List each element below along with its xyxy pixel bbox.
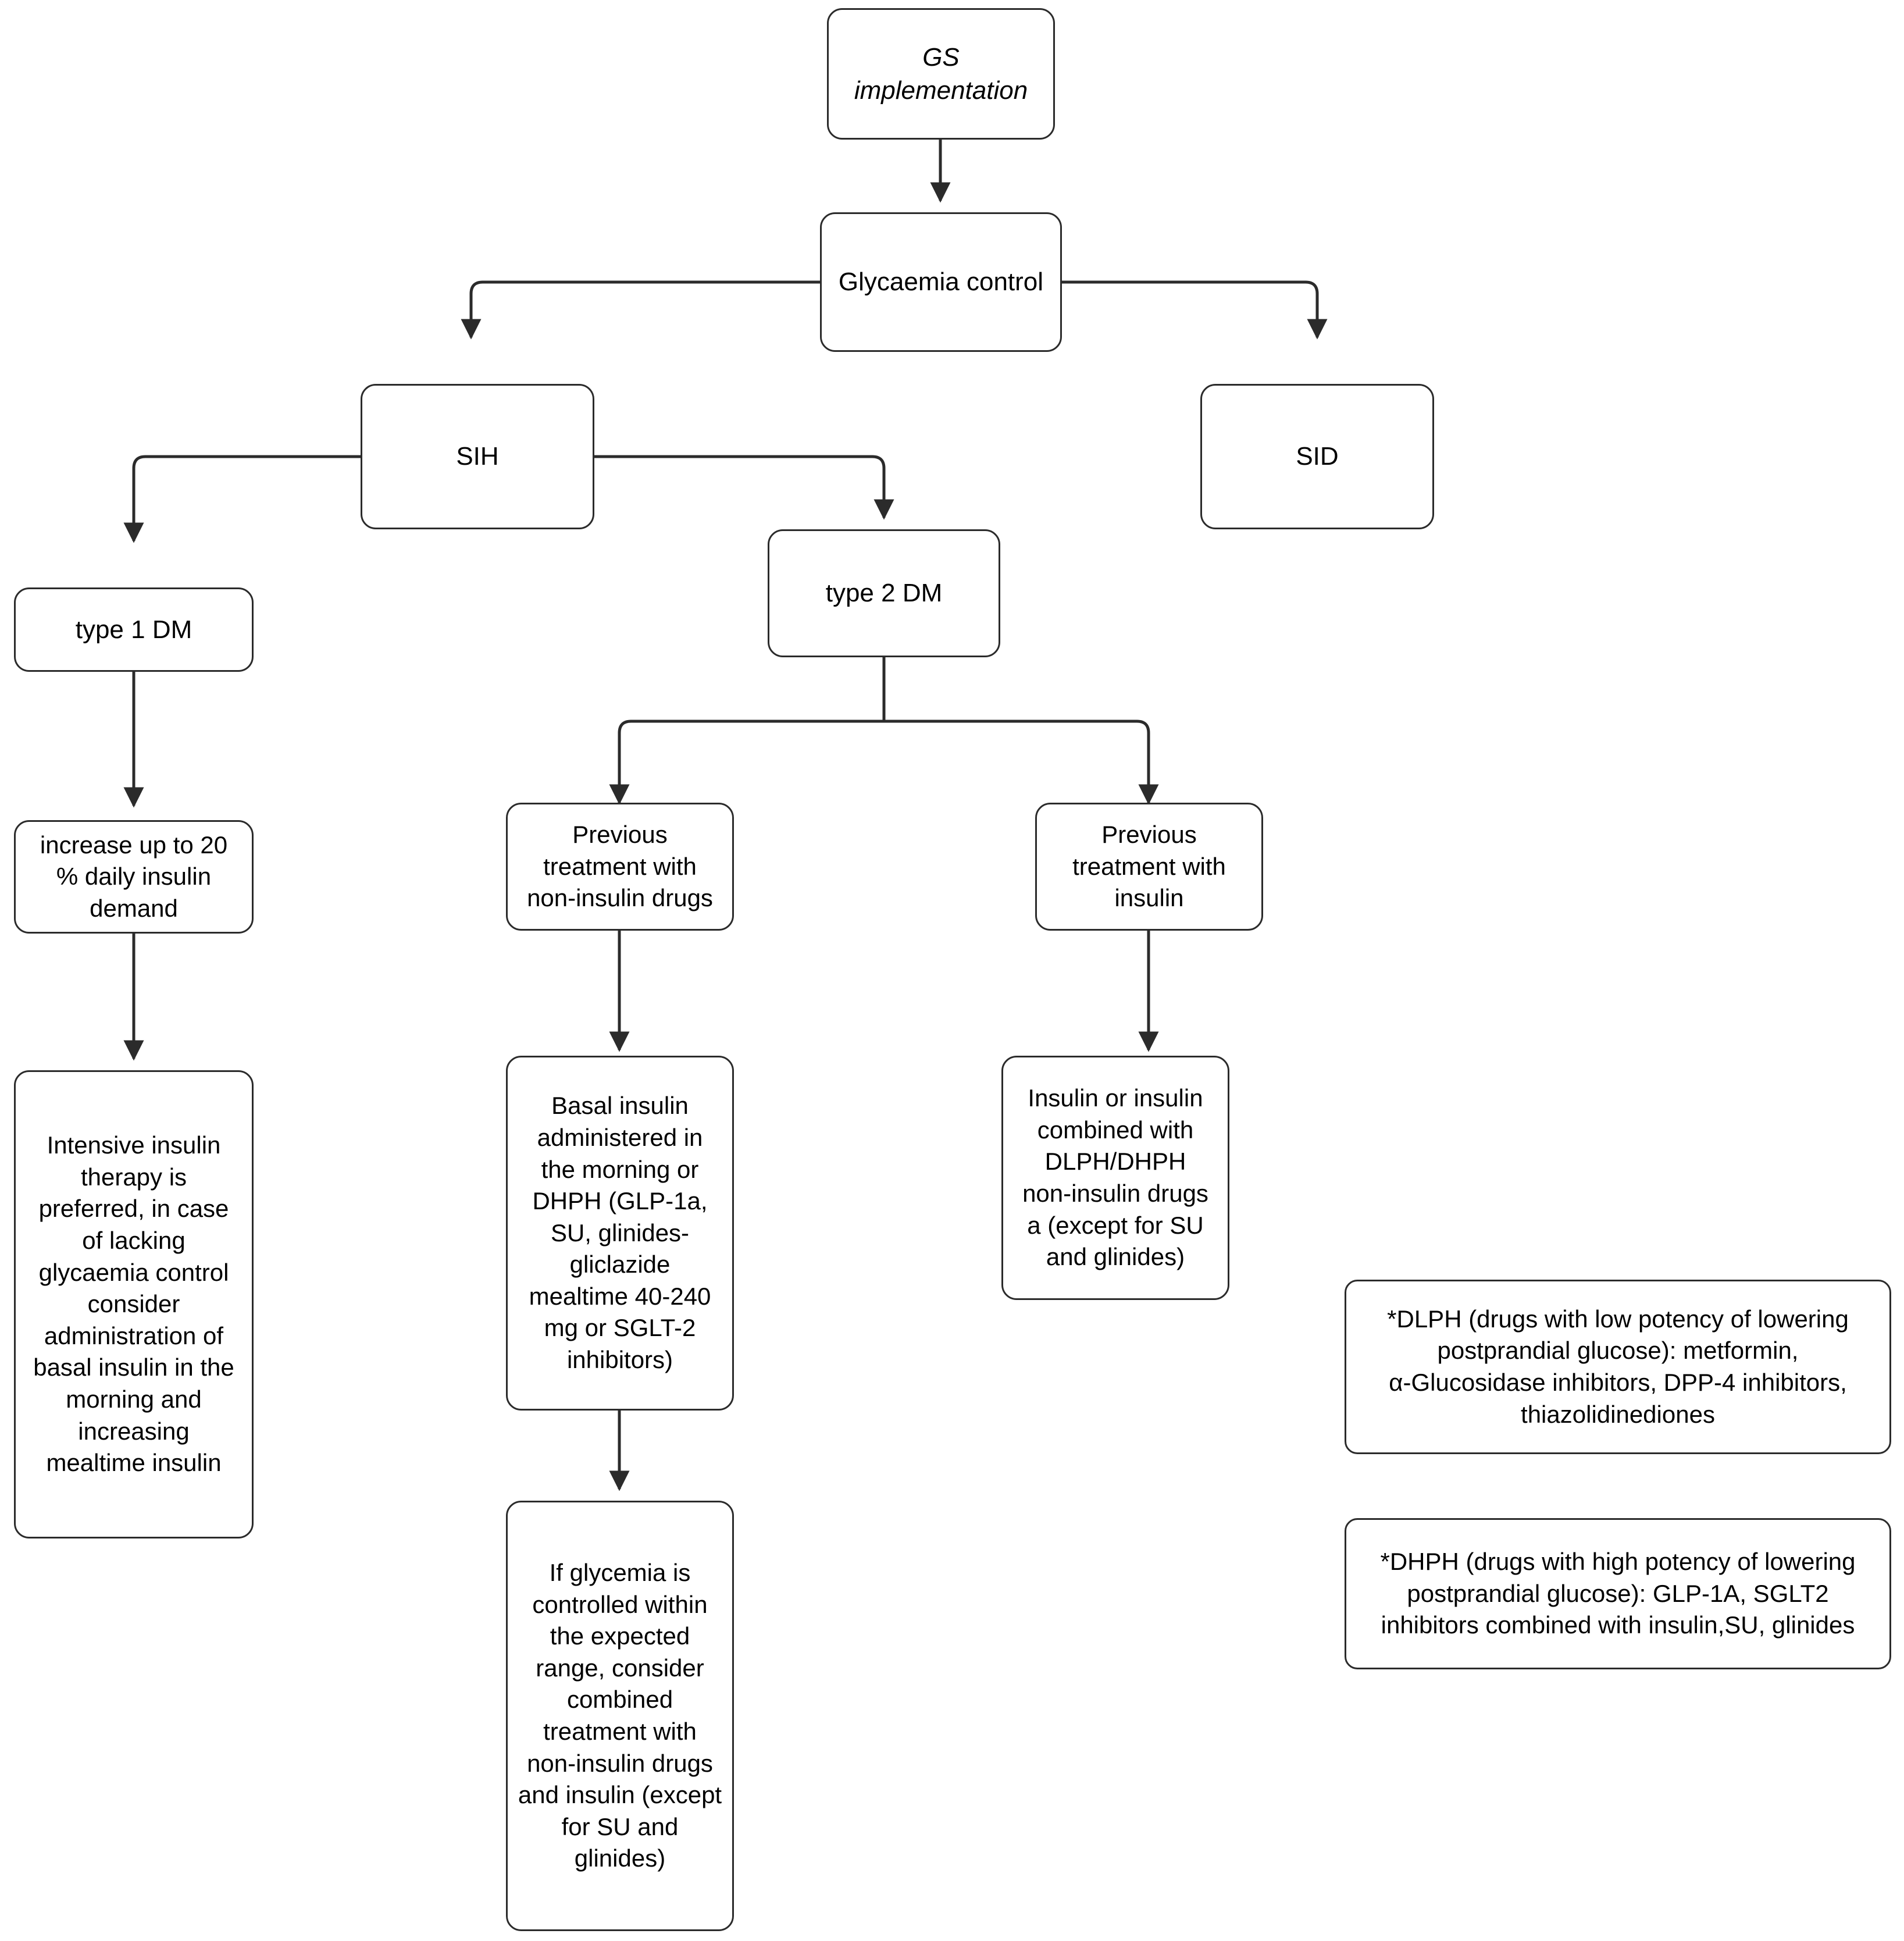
node-if-glycemia-label: If glycemia is controlled within the exp… (518, 1559, 722, 1872)
legend-dlph[interactable]: *DLPH (drugs with low potency of lowerin… (1345, 1280, 1891, 1454)
legend-dhph[interactable]: *DHPH (drugs with high potency of loweri… (1345, 1518, 1891, 1669)
node-previous-insulin-label: Previous treatment with insulin (1072, 821, 1226, 912)
node-previous-insulin[interactable]: Previous treatment with insulin (1035, 803, 1263, 931)
node-previous-non-insulin[interactable]: Previous treatment with non-insulin drug… (506, 803, 734, 931)
node-type1-dm-label: type 1 DM (75, 615, 192, 644)
edge-sih-to-type1 (123, 455, 361, 543)
edge-sih-to-type2 (594, 455, 894, 520)
node-sid-label: SID (1296, 442, 1339, 471)
node-glycaemia-control[interactable]: Glycaemia control (820, 212, 1062, 352)
node-sid[interactable]: SID (1200, 384, 1434, 529)
node-sih-label: SIH (456, 442, 499, 471)
edge-glycaemia-to-sih (461, 280, 820, 340)
legend-dlph-label: *DLPH (drugs with low potency of lowerin… (1387, 1305, 1849, 1428)
node-intensive-therapy[interactable]: Intensive insulin therapy is preferred, … (14, 1070, 254, 1538)
node-insulin-combined-label: Insulin or insulin combined with DLPH/DH… (1022, 1084, 1208, 1271)
node-increase-insulin[interactable]: increase up to 20 % daily insulin demand (14, 820, 254, 934)
node-gs-implementation-label: GS implementation (854, 42, 1028, 105)
node-previous-non-insulin-label: Previous treatment with non-insulin drug… (527, 821, 713, 912)
node-type2-dm-label: type 2 DM (825, 579, 943, 608)
legend-dhph-label: *DHPH (drugs with high potency of loweri… (1380, 1548, 1856, 1639)
node-if-glycemia[interactable]: If glycemia is controlled within the exp… (506, 1501, 734, 1931)
edge-type2-to-prev-insulin (1136, 720, 1159, 805)
node-type1-dm[interactable]: type 1 DM (14, 587, 254, 672)
edge-glycaemia-to-sid (1062, 280, 1328, 340)
node-sih[interactable]: SIH (361, 384, 594, 529)
edge-type2-to-prev-noninsulin (609, 720, 632, 805)
node-basal-insulin[interactable]: Basal insulin administered in the mornin… (506, 1056, 734, 1411)
node-glycaemia-control-label: Glycaemia control (838, 268, 1044, 297)
node-increase-insulin-label: increase up to 20 % daily insulin demand (40, 831, 228, 922)
node-gs-implementation[interactable]: GS implementation (827, 8, 1055, 140)
node-basal-insulin-label: Basal insulin administered in the mornin… (529, 1092, 711, 1374)
node-intensive-therapy-label: Intensive insulin therapy is preferred, … (33, 1131, 234, 1477)
node-type2-dm[interactable]: type 2 DM (768, 529, 1000, 657)
node-insulin-combined[interactable]: Insulin or insulin combined with DLPH/DH… (1001, 1056, 1229, 1300)
